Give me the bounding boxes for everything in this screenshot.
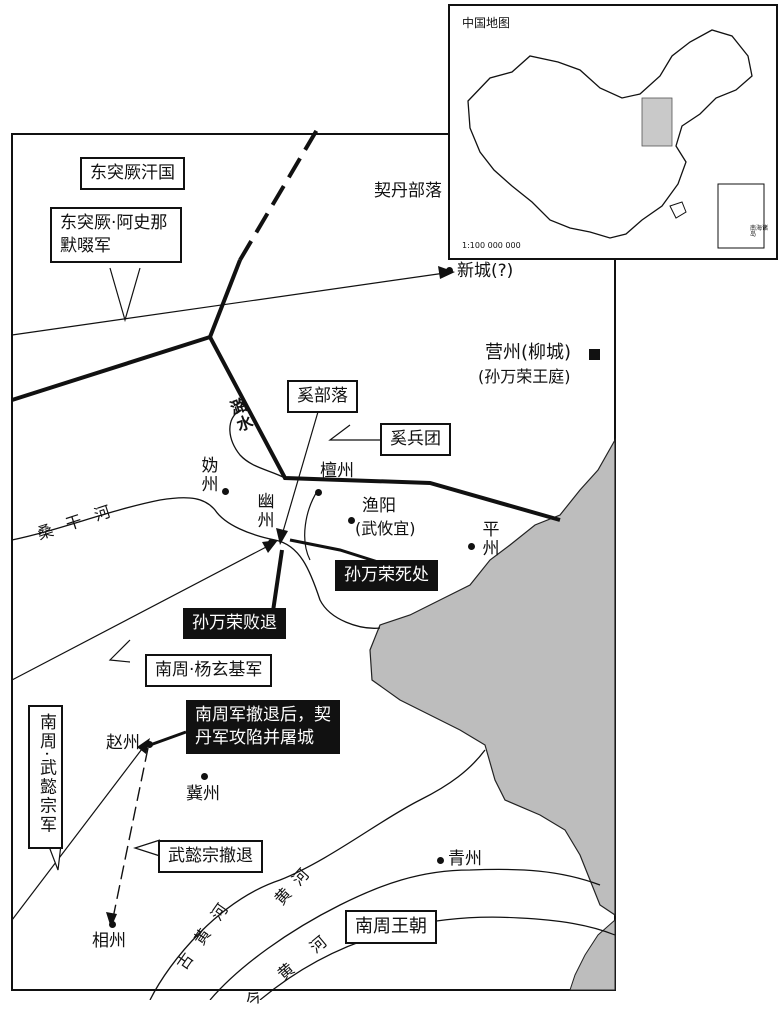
city-qingzhou: 青州 [448, 849, 482, 869]
city-zhaozhou: 赵州 [106, 733, 140, 753]
event-sun-defeat: 孙万荣败退 [183, 608, 286, 639]
wu-youyi: (武攸宜) [355, 519, 416, 538]
event-sun-death: 孙万荣死处 [335, 560, 438, 591]
city-pingzhou: 平州 [478, 520, 499, 558]
pingzhou-dot [468, 543, 475, 550]
city-guizhou: 妫州 [197, 456, 218, 494]
inset-china-outline [467, 29, 765, 249]
inset-highlight [641, 97, 673, 147]
army-turk: 东突厥·阿史那默啜军 [50, 207, 182, 263]
city-yingzhou: 营州(柳城) [485, 342, 572, 363]
army-wu: 南周·武懿宗军 [28, 705, 63, 849]
city-yuyang: 渔阳 [362, 496, 396, 516]
city-xiangzhou: 相州 [92, 931, 126, 951]
inset-title: 中国地图 [462, 16, 511, 30]
youzhou-dot [268, 539, 275, 546]
sea-area [369, 437, 616, 917]
zhaozhou-dot [146, 741, 153, 748]
border-dashed [238, 126, 320, 262]
city-xincheng: 新城(?) [457, 261, 514, 281]
event-zhou-retreat-line2: 丹军攻陷并屠城 [195, 727, 314, 748]
xiangzhou-dot [109, 921, 116, 928]
event-zhou-retreat: 南周军撤退后，契 丹军攻陷并屠城 [186, 700, 340, 754]
inset-scale: 1:100 000 000 [462, 241, 521, 250]
yuyang-dot [348, 517, 355, 524]
guizhou-dot [222, 488, 229, 495]
border-north [208, 259, 242, 338]
inset-map: 中国地图 1:100 000 000 南海诸岛 [448, 4, 778, 260]
army-xi-troops: 奚兵团 [380, 423, 451, 456]
qingzhou-dot [437, 857, 444, 864]
event-zhou-retreat-line1: 南周军撤退后，契 [195, 705, 331, 725]
jizhou-dot [201, 773, 208, 780]
city-jizhou: 冀州 [186, 784, 220, 804]
sea-area-south [569, 918, 616, 991]
tanzhou-dot [315, 489, 322, 496]
city-tanzhou: 檀州 [320, 461, 354, 481]
yingzhou-marker [589, 349, 600, 360]
xincheng-dot [446, 267, 453, 274]
army-wu-retreat: 武懿宗撤退 [158, 840, 263, 873]
region-khitan: 契丹部落 [370, 180, 446, 203]
region-south-zhou: 南周王朝 [345, 910, 437, 945]
army-xi-tribe: 奚部落 [287, 380, 358, 413]
army-yang: 南周·杨玄基军 [145, 654, 273, 687]
inset-south-sea: 南海诸岛 [750, 225, 769, 238]
city-youzhou: 幽州 [253, 492, 274, 530]
sun-court: (孙万荣王庭) [478, 367, 571, 386]
region-east-turk: 东突厥汗国 [80, 157, 185, 190]
